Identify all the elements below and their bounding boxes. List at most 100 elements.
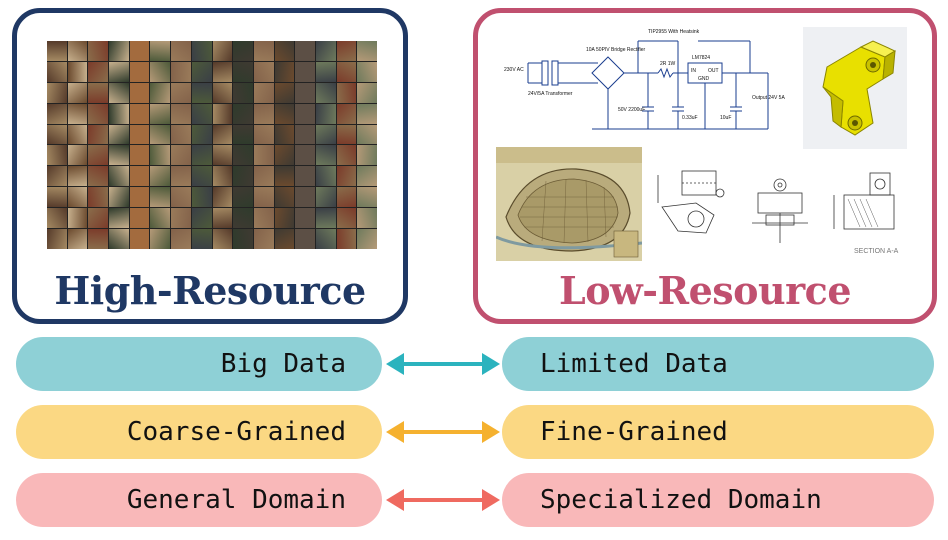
- collage-tile: [191, 229, 212, 249]
- collage-tile: [150, 103, 171, 124]
- collage-tile: [88, 41, 109, 61]
- collage-tile: [295, 145, 315, 166]
- collage-tile: [109, 229, 129, 249]
- cap1-label: 50V 2200uF: [618, 107, 645, 113]
- collage-tile: [109, 187, 129, 208]
- collage-tile: [129, 61, 150, 82]
- collage-tile: [357, 82, 377, 103]
- collage-tile: [88, 145, 109, 166]
- collage-tile: [150, 124, 171, 145]
- collage-tile: [88, 166, 109, 187]
- collage-tile: [171, 82, 191, 103]
- collage-tile: [129, 208, 150, 229]
- collage-tile: [315, 82, 336, 103]
- cap2-label: 0.33uF: [682, 115, 698, 121]
- collage-tile: [88, 82, 109, 103]
- collage-tile: [129, 41, 150, 61]
- collage-tile: [150, 187, 171, 208]
- collage-tile: [171, 187, 191, 208]
- collage-tile: [295, 187, 315, 208]
- collage-tile: [109, 208, 129, 229]
- collage-tile: [191, 82, 212, 103]
- collage-tile: [109, 61, 129, 82]
- collage-tile: [253, 124, 274, 145]
- fine-grained-pill: Fine-Grained: [502, 405, 934, 459]
- collage-tile: [150, 166, 171, 187]
- collage-tile: [150, 208, 171, 229]
- collage-tile: [212, 103, 233, 124]
- collage-tile: [109, 41, 129, 61]
- coarse-grained-label: Coarse-Grained: [126, 417, 346, 447]
- coarse-fine-arrow: [386, 421, 500, 443]
- collage-tile: [274, 82, 295, 103]
- collage-tile: [191, 41, 212, 61]
- collage-tile: [315, 61, 336, 82]
- collage-tile: [171, 103, 191, 124]
- collage-tile: [129, 229, 150, 249]
- collage-tile: [212, 145, 233, 166]
- collage-tile: [191, 145, 212, 166]
- collage-tile: [315, 208, 336, 229]
- technical-drawings: SECTION A-A: [648, 163, 924, 259]
- collage-tile: [212, 208, 233, 229]
- collage-tile: [274, 124, 295, 145]
- collage-tile: [253, 103, 274, 124]
- cad-part-render: [803, 27, 907, 149]
- collage-tile: [336, 61, 357, 82]
- collage-tile: [357, 187, 377, 208]
- collage-tile: [274, 208, 295, 229]
- regulator-out: OUT: [708, 68, 719, 74]
- collage-tile: [171, 145, 191, 166]
- collage-tile: [150, 82, 171, 103]
- collage-tile: [253, 208, 274, 229]
- collage-tile: [88, 103, 109, 124]
- collage-tile: [47, 229, 67, 249]
- resistor-label: 2R 1W: [660, 61, 676, 67]
- collage-tile: [233, 229, 253, 249]
- collage-tile: [212, 82, 233, 103]
- collage-tile: [212, 187, 233, 208]
- collage-tile: [171, 229, 191, 249]
- collage-tile: [253, 61, 274, 82]
- collage-tile: [47, 124, 67, 145]
- collage-tile: [336, 166, 357, 187]
- transistor-label: TIP2955 With Heatsink: [648, 29, 700, 35]
- fine-grained-label: Fine-Grained: [540, 417, 728, 447]
- historic-city-map: [496, 147, 642, 261]
- coarse-grained-pill: Coarse-Grained: [16, 405, 382, 459]
- collage-tile: [171, 41, 191, 61]
- collage-tile: [67, 145, 88, 166]
- transformer-sub-label: 24V/5A Transformer: [528, 91, 573, 97]
- collage-tile: [274, 145, 295, 166]
- collage-tile: [67, 166, 88, 187]
- limited-data-label: Limited Data: [540, 349, 728, 379]
- collage-tile: [295, 103, 315, 124]
- collage-tile: [67, 229, 88, 249]
- collage-tile: [315, 124, 336, 145]
- collage-tile: [47, 145, 67, 166]
- collage-tile: [295, 82, 315, 103]
- big-data-label: Big Data: [220, 349, 346, 379]
- collage-tile: [336, 41, 357, 61]
- collage-tile: [233, 61, 253, 82]
- collage-tile: [88, 124, 109, 145]
- collage-tile: [67, 103, 88, 124]
- image-collage: [47, 41, 377, 249]
- high-resource-panel: High-Resource: [12, 8, 408, 324]
- collage-tile: [191, 61, 212, 82]
- collage-tile: [212, 229, 233, 249]
- collage-tile: [253, 41, 274, 61]
- collage-tile: [67, 41, 88, 61]
- collage-tile: [129, 124, 150, 145]
- collage-tile: [47, 41, 67, 61]
- collage-tile: [109, 124, 129, 145]
- cap3-label: 10uF: [720, 115, 731, 121]
- collage-tile: [336, 82, 357, 103]
- collage-tile: [109, 82, 129, 103]
- collage-tile: [233, 41, 253, 61]
- general-domain-label: General Domain: [126, 485, 346, 515]
- collage-tile: [357, 166, 377, 187]
- collage-tile: [233, 82, 253, 103]
- collage-tile: [295, 229, 315, 249]
- collage-tile: [315, 229, 336, 249]
